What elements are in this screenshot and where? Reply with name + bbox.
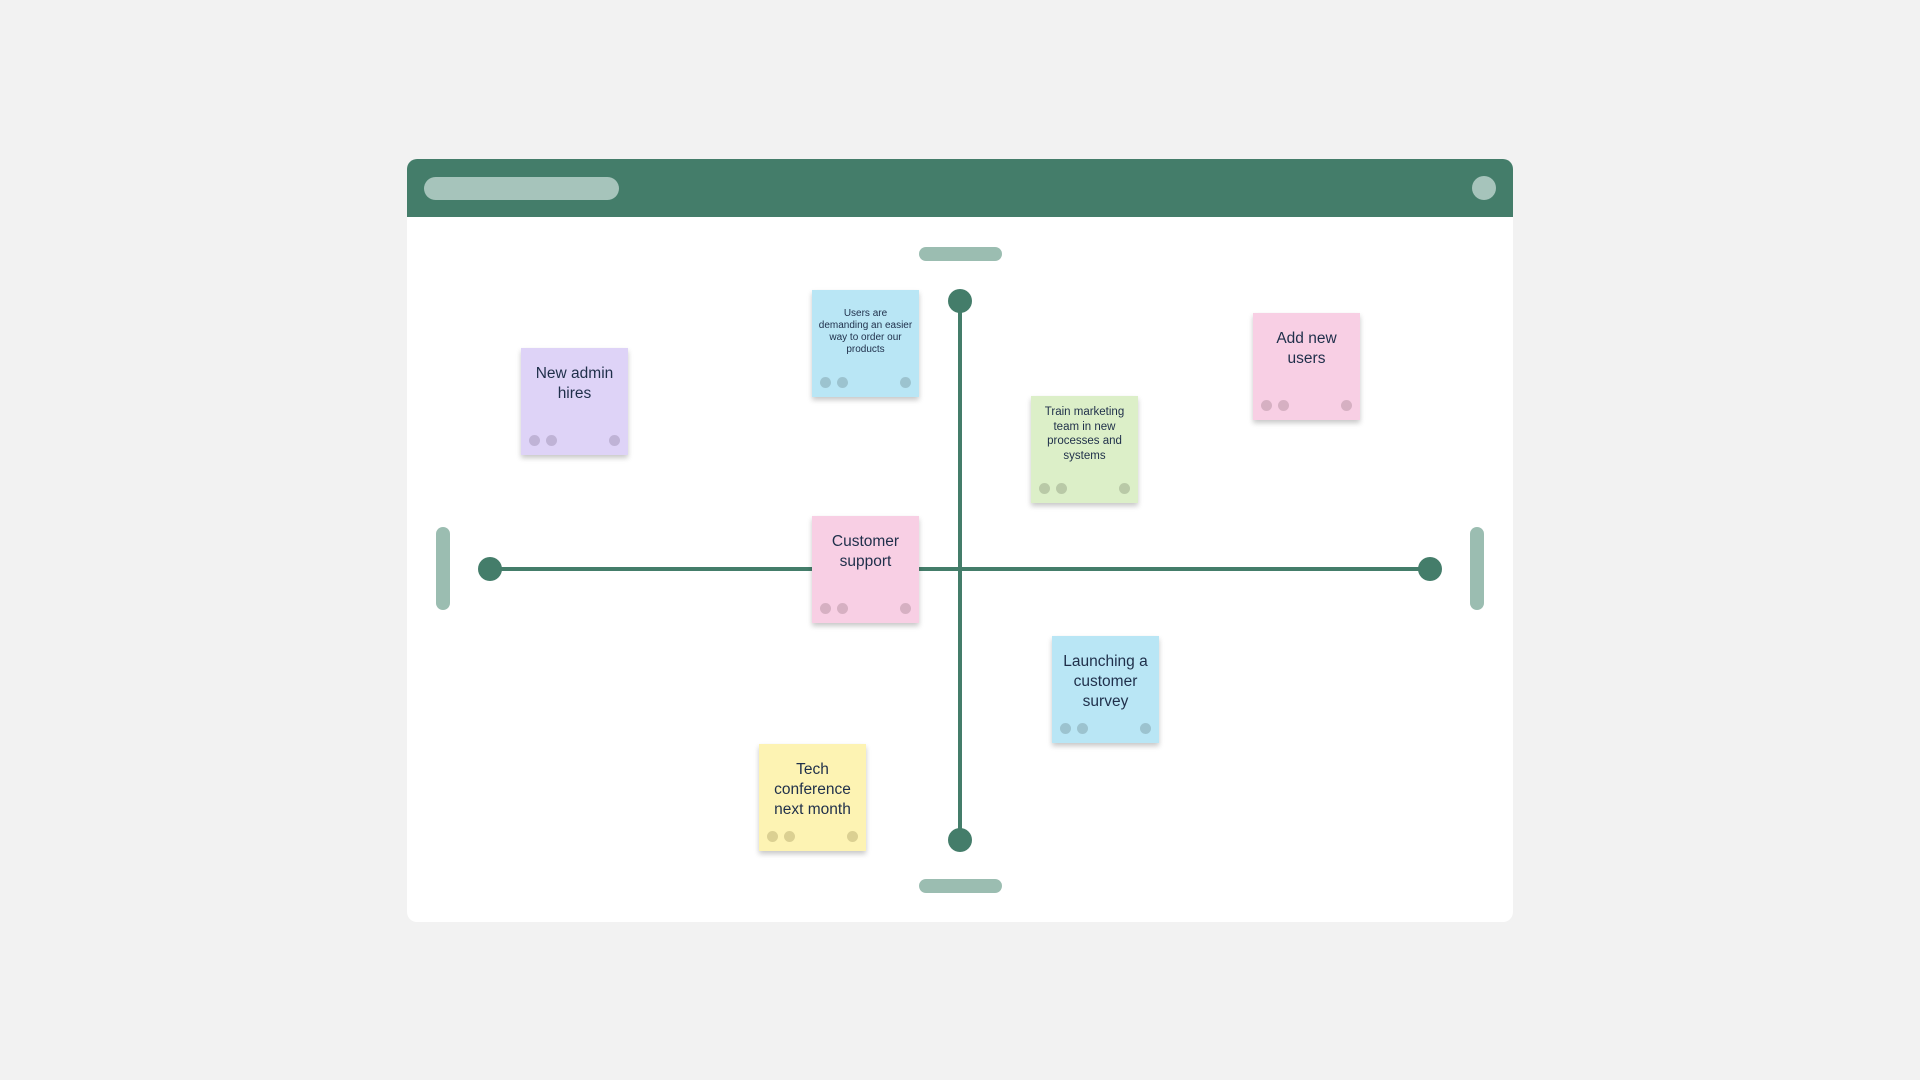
note-dot — [837, 603, 848, 614]
sticky-note-new-admin-hires[interactable]: New admin hires — [521, 348, 628, 455]
note-dot — [837, 377, 848, 388]
sticky-note-users-demanding[interactable]: Users are demanding an easier way to ord… — [812, 290, 919, 397]
app-window: New admin hires Users are demanding an e… — [407, 159, 1513, 922]
note-dot — [1077, 723, 1088, 734]
note-dot — [820, 377, 831, 388]
note-dot — [767, 831, 778, 842]
note-dot — [1060, 723, 1071, 734]
axis-endpoint-top[interactable] — [948, 289, 972, 313]
note-dot — [529, 435, 540, 446]
sticky-note-text: Tech conference next month — [774, 761, 851, 818]
axis-endpoint-left[interactable] — [478, 557, 502, 581]
note-dot — [784, 831, 795, 842]
whiteboard-canvas[interactable]: New admin hires Users are demanding an e… — [407, 217, 1513, 922]
note-dot — [900, 377, 911, 388]
resize-handle-bottom[interactable] — [919, 879, 1002, 893]
axis-endpoint-bottom[interactable] — [948, 828, 972, 852]
note-dot — [546, 435, 557, 446]
vertical-axis — [958, 301, 962, 841]
sticky-note-train-marketing[interactable]: Train marketing team in new processes an… — [1031, 396, 1138, 503]
resize-handle-top[interactable] — [919, 247, 1002, 261]
sticky-note-add-new-users[interactable]: Add new users — [1253, 313, 1360, 420]
sticky-note-customer-support[interactable]: Customer support — [812, 516, 919, 623]
note-dot — [900, 603, 911, 614]
resize-handle-left[interactable] — [436, 527, 450, 610]
note-dot — [1341, 400, 1352, 411]
note-dot — [1119, 483, 1130, 494]
sticky-note-text: Customer support — [831, 533, 900, 570]
note-dot — [1140, 723, 1151, 734]
note-dot — [847, 831, 858, 842]
title-bar — [407, 159, 1513, 217]
note-dot — [1278, 400, 1289, 411]
sticky-note-text: Launching a customer survey — [1063, 653, 1148, 710]
axis-endpoint-right[interactable] — [1418, 557, 1442, 581]
resize-handle-right[interactable] — [1470, 527, 1484, 610]
sticky-note-customer-survey[interactable]: Launching a customer survey — [1052, 636, 1159, 743]
sticky-note-text: New admin hires — [535, 365, 614, 402]
note-dot — [1056, 483, 1067, 494]
window-control-button[interactable] — [1472, 176, 1496, 200]
note-dot — [1039, 483, 1050, 494]
title-placeholder — [424, 177, 619, 200]
sticky-note-text: Users are demanding an easier way to ord… — [818, 308, 913, 355]
note-dot — [1261, 400, 1272, 411]
sticky-note-text: Train marketing team in new processes an… — [1044, 406, 1125, 462]
note-dot — [820, 603, 831, 614]
sticky-note-text: Add new users — [1276, 330, 1337, 367]
note-dot — [609, 435, 620, 446]
sticky-note-tech-conference[interactable]: Tech conference next month — [759, 744, 866, 851]
